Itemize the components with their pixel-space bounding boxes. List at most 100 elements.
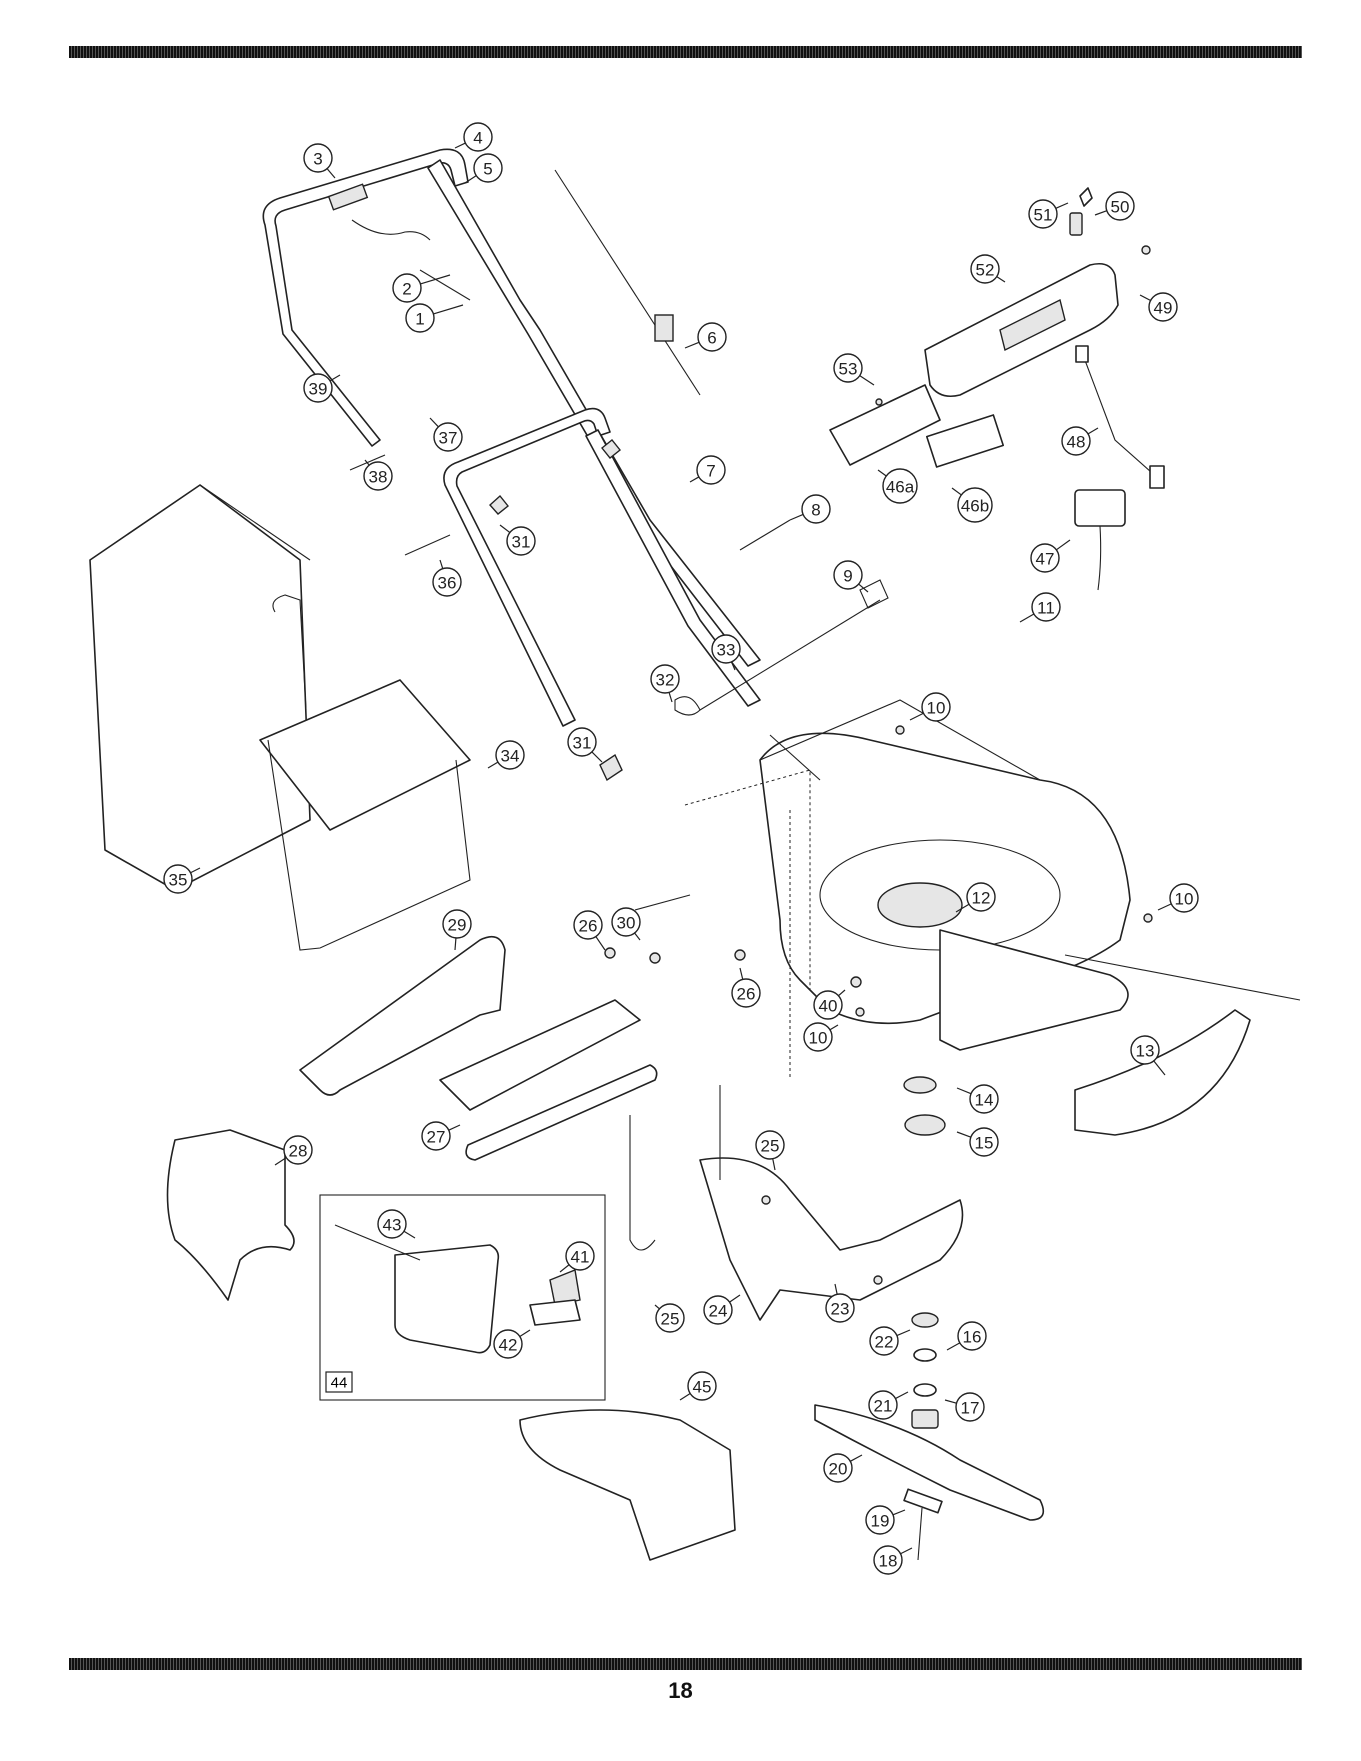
callout-6: 6 — [685, 323, 726, 351]
callout-label: 45 — [693, 1378, 712, 1397]
callout-label: 33 — [717, 641, 736, 660]
callout-label: 8 — [811, 501, 820, 520]
callout-label: 5 — [483, 160, 492, 179]
callout-42: 42 — [494, 1330, 530, 1358]
callout-label: 7 — [706, 462, 715, 481]
callout-3: 3 — [304, 144, 335, 178]
callout-label: 40 — [819, 997, 838, 1016]
callout-leader — [1158, 904, 1171, 910]
callout-31: 31 — [568, 728, 602, 762]
mulching-plug — [168, 1130, 295, 1300]
key — [1080, 188, 1092, 206]
callout-label: 10 — [927, 699, 946, 718]
callout-label: 36 — [438, 574, 457, 593]
callout-label: 27 — [427, 1128, 446, 1147]
callout-label: 35 — [169, 871, 188, 890]
callout-8: 8 — [790, 495, 830, 523]
callout-label: 17 — [961, 1399, 980, 1418]
callout-label: 10 — [809, 1029, 828, 1048]
callout-15: 15 — [957, 1128, 998, 1156]
callout-label: 23 — [831, 1300, 850, 1319]
callout-label: 47 — [1036, 550, 1055, 569]
callout-label: 34 — [501, 747, 520, 766]
battery-cover — [830, 385, 940, 465]
side-discharge-chute — [520, 1410, 735, 1560]
callout-25: 25 — [756, 1131, 784, 1170]
callout-label: 3 — [313, 150, 322, 169]
callout-label: 20 — [829, 1460, 848, 1479]
callout-leader — [669, 692, 672, 702]
callout-label: 4 — [473, 129, 482, 148]
battery-label — [927, 415, 1003, 467]
callout-30: 30 — [612, 908, 640, 940]
callout-leader — [901, 1548, 912, 1554]
callout-10: 10 — [804, 1023, 838, 1051]
callout-52: 52 — [971, 255, 1005, 283]
callout-label: 16 — [963, 1328, 982, 1347]
callout-9: 9 — [834, 561, 868, 592]
callout-53: 53 — [834, 354, 874, 385]
callout-32: 32 — [651, 665, 679, 702]
callout-label: 29 — [448, 916, 467, 935]
callout-18: 18 — [874, 1546, 912, 1574]
callout-label: 6 — [707, 329, 716, 348]
callout-1: 1 — [406, 304, 463, 332]
callout-label: 1 — [415, 310, 424, 329]
callout-label: 18 — [879, 1552, 898, 1571]
callout-label: 15 — [975, 1134, 994, 1153]
callout-50: 50 — [1095, 192, 1134, 220]
callout-leader — [957, 1088, 971, 1094]
callout-leader — [945, 1400, 957, 1403]
callout-45: 45 — [680, 1372, 716, 1400]
callout-label: 26 — [737, 985, 756, 1004]
callout-26: 26 — [732, 968, 760, 1007]
callout-10: 10 — [910, 693, 950, 721]
callout-leader — [957, 1132, 971, 1137]
svg-text:44: 44 — [331, 1375, 348, 1392]
callout-label: 39 — [309, 380, 328, 399]
callout-leader — [910, 713, 923, 720]
callout-label: 43 — [383, 1216, 402, 1235]
callout-leader — [455, 143, 465, 148]
callout-leader — [560, 1265, 569, 1272]
callout-21: 21 — [869, 1391, 908, 1419]
callout-label: 48 — [1067, 433, 1086, 452]
callout-leader — [655, 1305, 659, 1309]
callout-label: 25 — [761, 1137, 780, 1156]
inset-box — [320, 1195, 605, 1400]
callout-leader — [1095, 211, 1107, 215]
callout-label: 30 — [617, 914, 636, 933]
callout-2: 2 — [393, 274, 450, 302]
callout-label: 46a — [886, 478, 915, 497]
callout-leader — [449, 1125, 460, 1130]
callout-leader — [997, 277, 1005, 282]
callout-label: 19 — [871, 1512, 890, 1531]
callout-leader — [895, 1392, 908, 1399]
callout-47: 47 — [1031, 540, 1070, 572]
callout-label: 51 — [1034, 206, 1053, 225]
page-number: 18 — [0, 1678, 1361, 1704]
callout-leader — [893, 1510, 905, 1515]
callout-leader — [500, 525, 510, 533]
callout-leader — [730, 1295, 740, 1302]
callout-leader — [1088, 428, 1098, 434]
callout-label: 50 — [1111, 198, 1130, 217]
callout-label: 10 — [1175, 890, 1194, 909]
callout-leader — [327, 169, 335, 178]
callout-29: 29 — [443, 910, 471, 950]
callout-31: 31 — [500, 525, 535, 555]
callout-leader — [330, 375, 340, 381]
callout-14: 14 — [957, 1085, 998, 1113]
callout-leader — [1140, 295, 1151, 301]
callout-leader — [740, 968, 743, 979]
callout-43: 43 — [378, 1210, 415, 1238]
callout-label: 24 — [709, 1302, 728, 1321]
callout-22: 22 — [870, 1327, 910, 1355]
callout-leader — [420, 275, 450, 284]
charger — [1075, 490, 1125, 526]
callout-19: 19 — [866, 1506, 905, 1534]
callout-label: 2 — [402, 280, 411, 299]
callout-label: 12 — [972, 889, 991, 908]
callout-10: 10 — [1158, 884, 1198, 912]
